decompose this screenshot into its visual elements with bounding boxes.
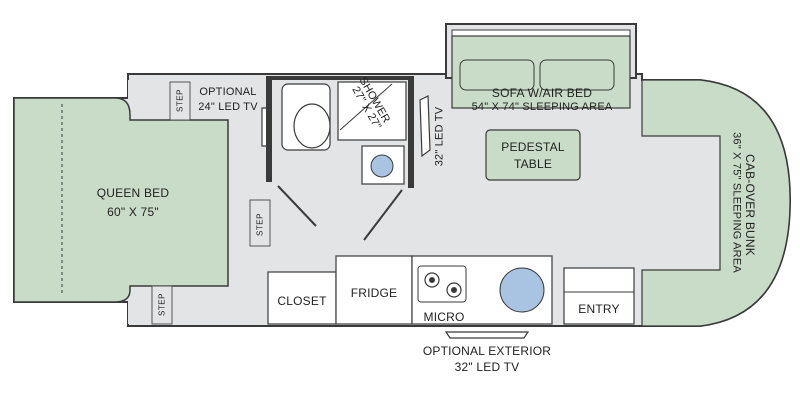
closet (267, 271, 337, 325)
queen-bed-size-label: 60" X 75" (107, 205, 159, 219)
step-mid (249, 199, 271, 247)
pedestal-table (485, 129, 581, 181)
queen-bed (13, 97, 229, 303)
step-label-top: STEP (175, 89, 185, 112)
entry-steps (563, 267, 635, 325)
galley-sink (499, 267, 545, 313)
fridge-label: FRIDGE (350, 286, 398, 300)
exterior-tv-label: OPTIONAL EXTERIOR (422, 344, 552, 358)
optional-tv-size-label: 24" LED TV (198, 101, 258, 113)
sofa-label: SOFA W/AIR BED (491, 86, 593, 100)
exterior-tv-icon (444, 331, 530, 339)
cab-over-label: CAB-OVER BUNK (743, 154, 757, 256)
cab-over-area-label: 36" X 75" SLEEPING AREA (730, 132, 743, 273)
tv-32-label: 32" LED TV (433, 106, 446, 167)
pedestal-sub-label: TABLE (513, 157, 553, 171)
optional-tv-label: OPTIONAL (199, 86, 257, 98)
step-bottom (151, 285, 173, 325)
step-label-mid: STEP (255, 213, 265, 236)
exterior-tv-size-label: 32" LED TV (454, 360, 520, 374)
micro-label: MICRO (423, 310, 465, 324)
sofa-area-label: 54" X 74" SLEEPING AREA (471, 101, 613, 113)
closet-label: CLOSET (277, 294, 327, 308)
fridge (335, 255, 413, 325)
pedestal-label: PEDESTAL (501, 140, 565, 154)
step-label-bottom: STEP (157, 293, 167, 316)
shower (337, 81, 407, 141)
cab-over-bunk (641, 79, 791, 327)
stove (417, 265, 467, 303)
bath-sink (370, 154, 394, 178)
queen-bed-label: QUEEN BED (96, 186, 170, 200)
step-top (169, 81, 191, 121)
entry-label: ENTRY (578, 302, 620, 316)
